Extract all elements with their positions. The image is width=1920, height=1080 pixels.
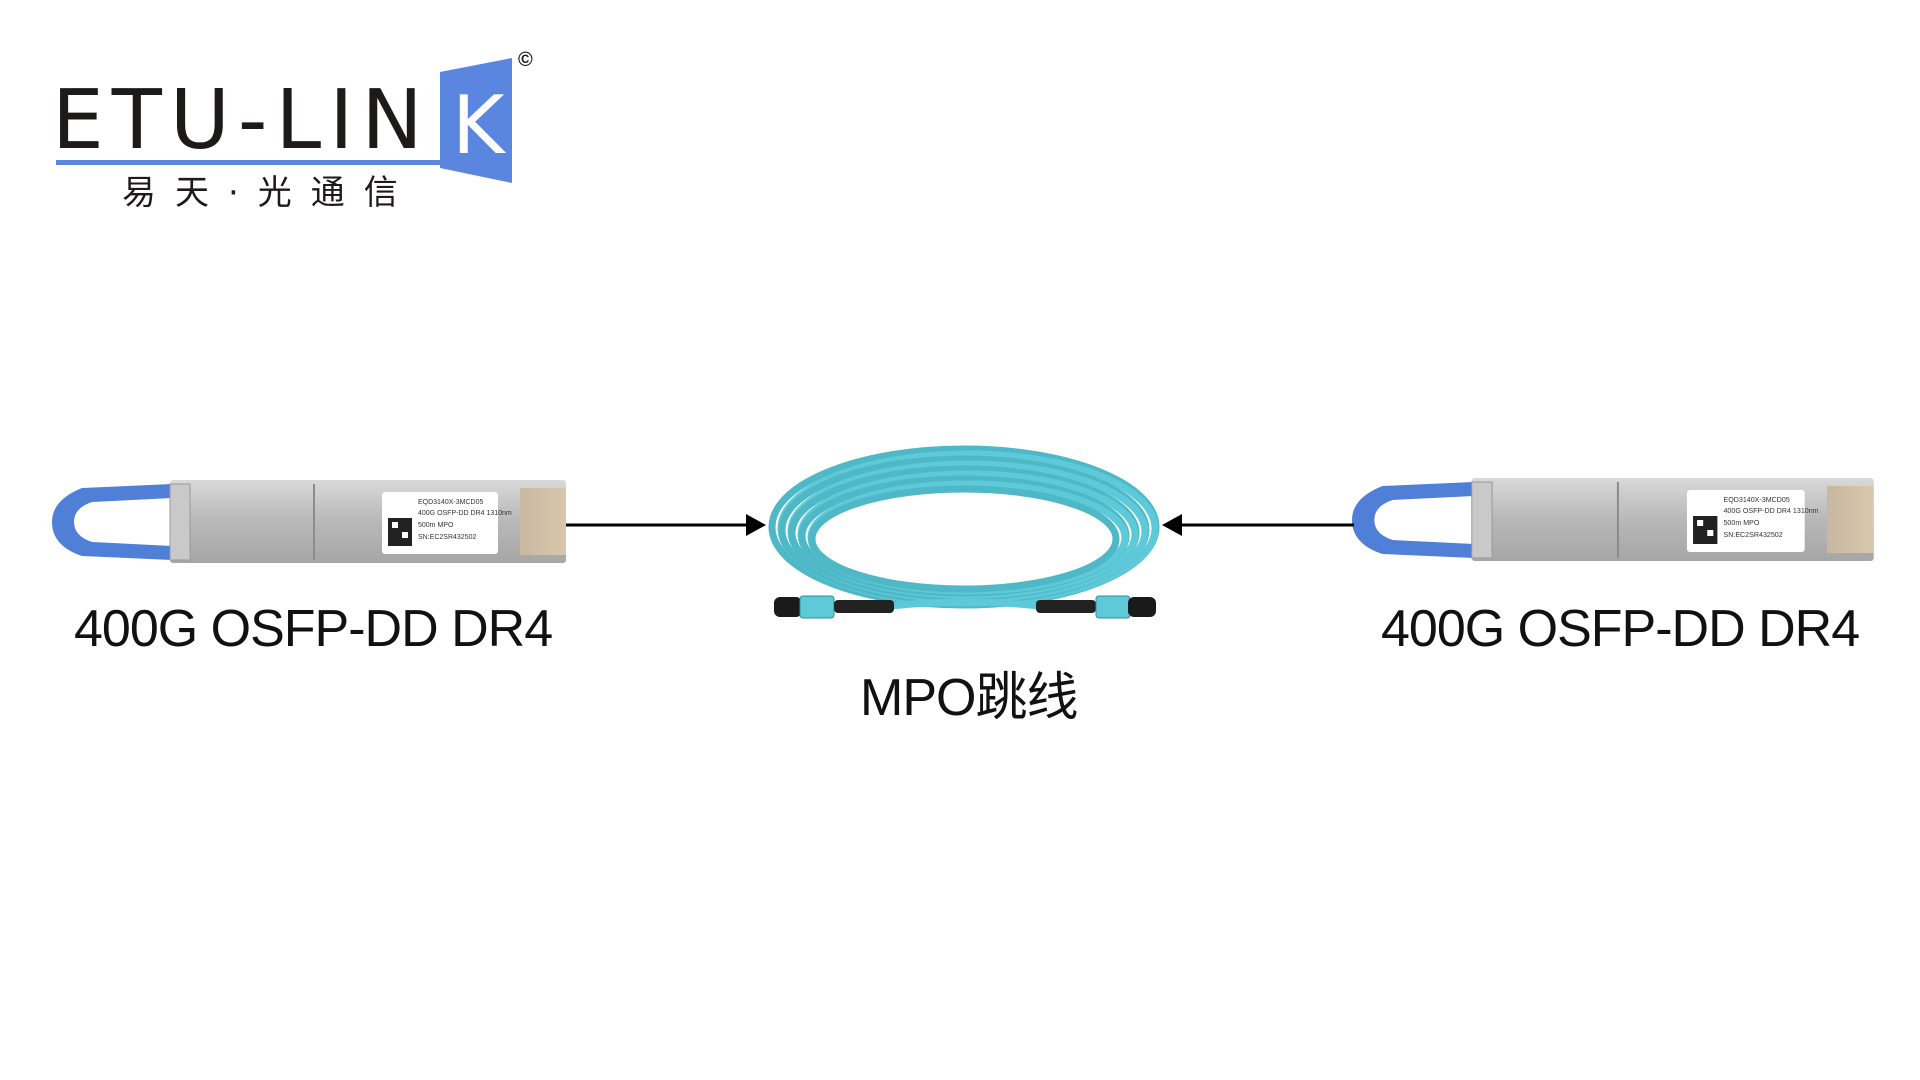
sticker-line: EQD3140X-3MCD05	[418, 499, 483, 506]
logo-graphic	[56, 58, 512, 183]
left-osfp-dd-module: EQD3140X-3MCD05 400G OSFP-DD DR4 1310nm …	[51, 479, 567, 564]
sticker-line: 500m MPO	[418, 522, 454, 529]
left-arrow	[566, 514, 766, 536]
logo-chinese-name: 易天·光通信	[122, 173, 417, 213]
sticker-line: EQD3140X-3MCD05	[1723, 497, 1789, 504]
copyright-mark: ©	[518, 49, 533, 71]
mpo-connector-right	[1036, 595, 1156, 619]
sticker-line: SN:EC2SR432502	[418, 534, 476, 541]
arrow-head	[746, 514, 766, 536]
logo-k-panel	[440, 58, 512, 183]
logo-k-letter: K	[452, 79, 505, 172]
left-module-label: 400G OSFP-DD DR4	[74, 600, 553, 658]
mpo-cable-coil	[768, 445, 1160, 610]
right-module-label: 400G OSFP-DD DR4	[1381, 600, 1860, 658]
cable-loop	[808, 485, 1120, 593]
logo-wordmark: ETU-LIN	[52, 73, 431, 168]
logo-underline	[56, 160, 442, 165]
mpo-connector-left	[774, 595, 894, 619]
sticker-line: 400G OSFP-DD DR4 1310nm	[1723, 508, 1818, 515]
sticker-line: 400G OSFP-DD DR4 1310nm	[418, 510, 512, 517]
right-arrow	[1162, 514, 1354, 536]
cable-lead	[889, 598, 1041, 610]
right-osfp-dd-module: EQD3140X-3MCD05 400G OSFP-DD DR4 1310nm …	[1350, 476, 1875, 563]
sticker-line: 500m MPO	[1723, 520, 1759, 527]
arrow-head	[1162, 514, 1182, 536]
mpo-cable-label: MPO跳线	[860, 669, 1078, 727]
sticker-line: SN:EC2SR432502	[1723, 532, 1782, 539]
